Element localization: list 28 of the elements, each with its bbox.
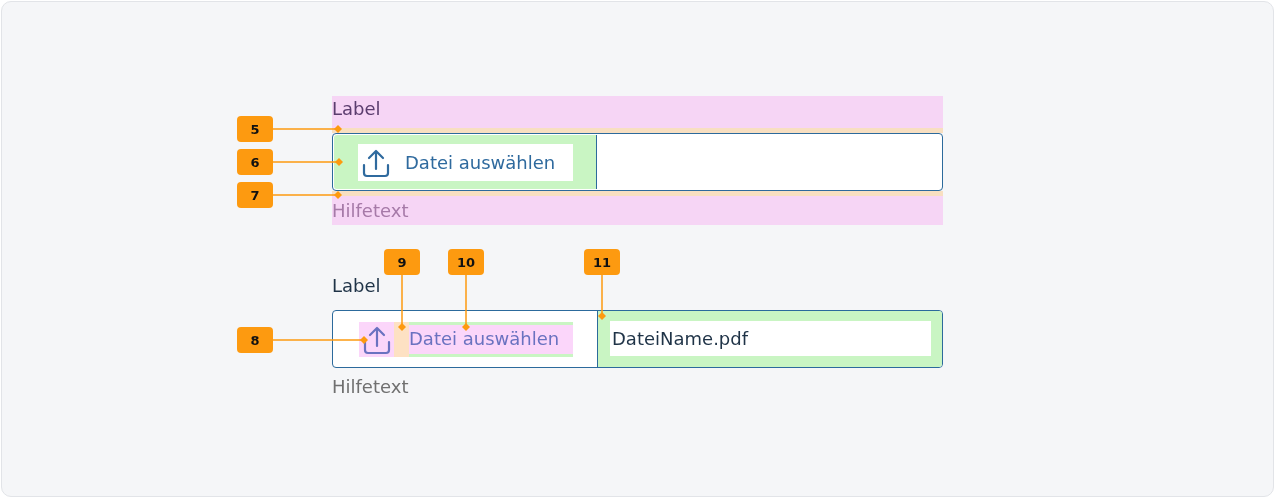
spacing-bar <box>332 128 943 133</box>
callout-number: 10 <box>448 249 484 275</box>
leader-line <box>272 125 342 133</box>
button-label: Datei auswählen <box>405 152 556 173</box>
file-input-field <box>332 310 943 368</box>
leader-line <box>272 191 342 199</box>
callout-number: 11 <box>584 249 620 275</box>
callout-number: 7 <box>237 182 273 208</box>
hint-zone: Hilfetext <box>332 196 943 225</box>
spacing-bar <box>394 322 409 357</box>
hint-text: Hilfetext <box>332 376 409 397</box>
button-label: Datei auswählen <box>409 322 573 357</box>
callout-number: 8 <box>237 327 273 353</box>
field-label: Label <box>332 275 381 296</box>
callout-number: 5 <box>237 116 273 142</box>
file-input-field <box>332 133 943 191</box>
file-name-area <box>597 311 942 367</box>
upload-button <box>334 135 597 189</box>
callout-number: 9 <box>384 249 420 275</box>
leader-line <box>398 274 406 331</box>
spacing-bar <box>332 191 943 196</box>
callout-number: 6 <box>237 149 273 175</box>
file-name: DateiName.pdf <box>610 321 931 356</box>
label-zone: Label <box>332 96 943 128</box>
leader-line <box>462 274 470 331</box>
leader-line <box>272 336 368 344</box>
leader-line <box>272 158 343 166</box>
leader-line <box>598 274 606 320</box>
